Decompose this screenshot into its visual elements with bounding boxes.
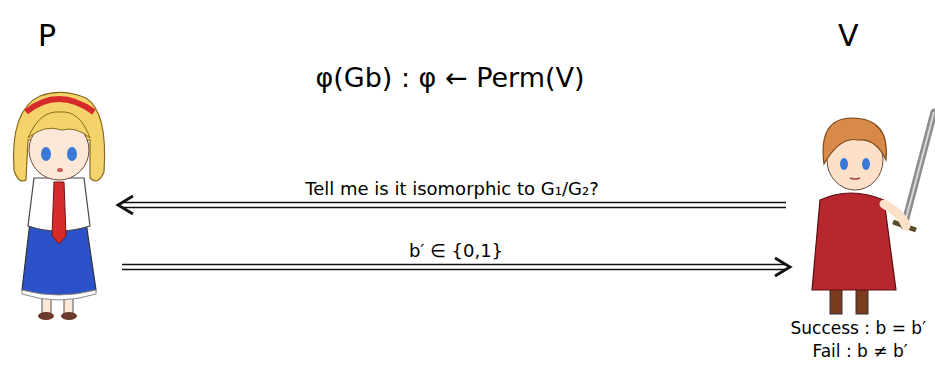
headband	[26, 99, 94, 112]
arrow-head	[775, 258, 790, 276]
eye	[67, 147, 77, 161]
arm	[884, 204, 906, 226]
arrow-shaft	[122, 264, 785, 266]
protocol-formula: φ(Gb) : φ ← Perm(V)	[311, 62, 588, 93]
party-figure: V	[790, 18, 935, 318]
party-name: P	[38, 18, 118, 54]
eye	[862, 158, 870, 170]
mouth	[850, 178, 860, 179]
verifier-figure	[812, 112, 934, 314]
tie	[52, 182, 66, 244]
sword-edge	[904, 112, 934, 226]
hair	[14, 92, 105, 180]
message-label: b′ ∈ {0,1}	[405, 240, 507, 261]
mouth	[57, 168, 63, 172]
eye	[840, 158, 848, 170]
party-name: V	[838, 18, 935, 54]
arrow-shaft	[122, 269, 785, 271]
prover-figure	[14, 92, 105, 320]
arrow-shaft	[123, 207, 786, 209]
eye	[41, 147, 51, 161]
party-figure: P	[0, 18, 118, 318]
outcome-note: Fail : b ≠ b′	[808, 341, 911, 361]
shoe	[38, 312, 54, 320]
arrow-shaft	[123, 202, 786, 204]
sword-blade	[904, 112, 934, 226]
outcome-note: Success : b = b′	[787, 318, 930, 338]
bangs	[28, 112, 90, 138]
message-label: Tell me is it isomorphic to G₁/G₂?	[301, 178, 602, 199]
hair	[823, 118, 886, 164]
shoe	[61, 312, 77, 320]
frill	[22, 290, 96, 300]
arrow-head	[118, 196, 133, 214]
